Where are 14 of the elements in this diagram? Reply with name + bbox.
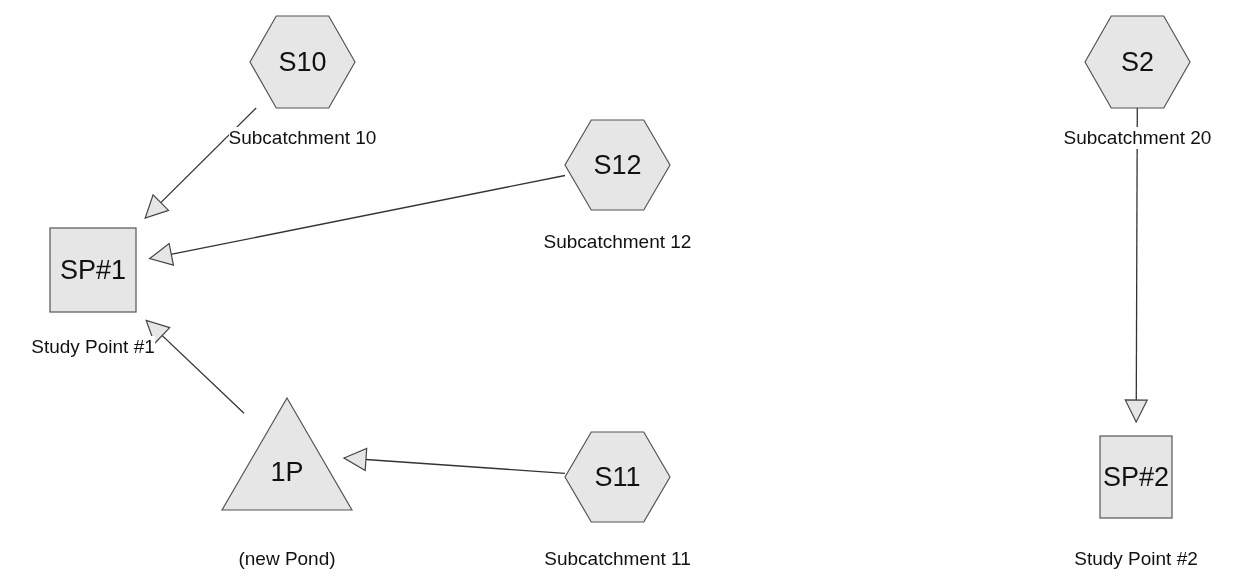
node-label: S11 bbox=[594, 461, 641, 493]
node-caption: Study Point #1 bbox=[31, 336, 155, 358]
arrow bbox=[1124, 107, 1148, 423]
node-caption: Subcatchment 20 bbox=[1063, 127, 1212, 149]
arrow bbox=[145, 319, 245, 414]
node-label: SP#1 bbox=[59, 254, 127, 286]
node-label: 1P bbox=[270, 456, 304, 488]
node-label: SP#2 bbox=[1102, 461, 1170, 493]
node-label: S12 bbox=[593, 149, 642, 181]
arrow bbox=[343, 447, 566, 474]
node-label: S2 bbox=[1121, 46, 1154, 78]
arrow bbox=[144, 107, 257, 219]
node-label: S10 bbox=[278, 46, 327, 78]
arrow bbox=[149, 174, 566, 266]
